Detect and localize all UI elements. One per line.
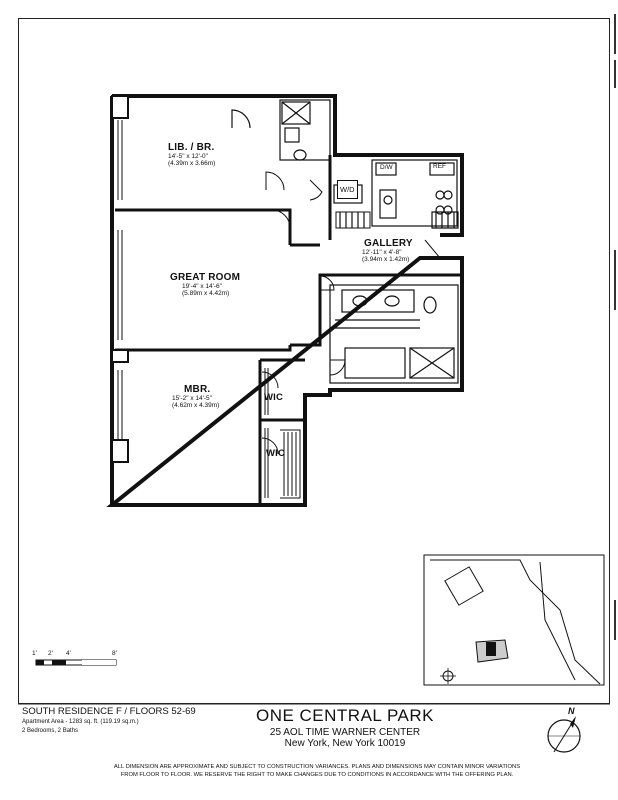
edge-mark [614,250,616,310]
room-dimension: 12'-11" x 4'-8" [362,249,402,256]
scale-bar [35,659,117,666]
address-line-2: New York, New York 10019 [284,738,406,749]
room-dimension: 19'-4" x 14'-6" [182,283,222,290]
north-label: N [568,706,575,716]
kitchen [333,159,459,229]
north-arrow-icon [547,716,581,753]
room-dimension-metric: (5.89m x 4.42m) [182,290,230,297]
room-dimension: 15'-2" x 14'-5" [172,395,212,402]
room-gallery: GALLERY 12'-11" x 4'-8" (3.94m x 1.42m) [362,238,413,263]
room-master-bedroom: MBR. 15'-2" x 14'-5" (4.62m x 4.39m) [172,384,219,409]
bath-upper [231,99,331,161]
walk-in-closet-label: WIC [264,392,284,403]
room-dimension-metric: (4.62m x 4.39m) [172,402,220,409]
room-label: GREAT ROOM [170,272,241,283]
scale-mark: 1' [32,650,37,657]
closets [264,368,301,499]
edge-mark [614,60,616,88]
room-count: 2 Bedrooms, 2 Baths [22,728,79,734]
refrigerator-label: REF [433,163,446,170]
room-dimension-metric: (3.94m x 1.42m) [362,256,410,263]
apartment-area: Apartment Area - 1283 sq. ft. (119.19 sq… [22,719,139,725]
edge-mark [614,600,616,640]
room-label: GALLERY [364,238,413,249]
residence-name: SOUTH RESIDENCE F / FLOORS 52-69 [22,706,196,717]
exterior-walls [106,94,464,507]
key-plan [423,554,605,686]
washer-dryer-label: W/D [337,180,358,199]
windows [111,95,129,463]
scale-mark: 2' [48,650,53,657]
scale-mark: 4' [66,650,71,657]
disclaimer: ALL DIMENSION ARE APPROXIMATE AND SUBJEC… [22,763,612,779]
building-name: ONE CENTRAL PARK [255,706,435,725]
north-arrow: N [540,706,590,758]
unit-info: SOUTH RESIDENCE F / FLOORS 52-69 Apartme… [22,706,196,734]
bath-lower [329,284,459,384]
disclaimer-line: FROM FLOOR TO FLOOR. WE RESERVE THE RIGH… [120,772,514,778]
dishwasher-label: D/W [380,164,393,171]
walk-in-closet-label: WIC [266,448,286,459]
room-label: MBR. [184,384,211,395]
room-dimension-metric: (4.39m x 3.66m) [168,160,216,167]
room-library: LIB. / BR. 14'-5" x 12'-0" (4.39m x 3.66… [168,142,215,167]
edge-mark [614,14,616,54]
disclaimer-line: ALL DIMENSION ARE APPROXIMATE AND SUBJEC… [113,764,521,770]
room-dimension: 14'-5" x 12'-0" [168,153,208,160]
building-info: ONE CENTRAL PARK 25 AOL TIME WARNER CENT… [200,706,490,749]
doors [261,171,455,455]
room-label: LIB. / BR. [168,142,215,153]
scale-mark: 8' [112,650,117,657]
address-line-1: 25 AOL TIME WARNER CENTER [269,727,421,738]
room-great-room: GREAT ROOM 19'-4" x 14'-6" (5.89m x 4.42… [170,272,240,297]
